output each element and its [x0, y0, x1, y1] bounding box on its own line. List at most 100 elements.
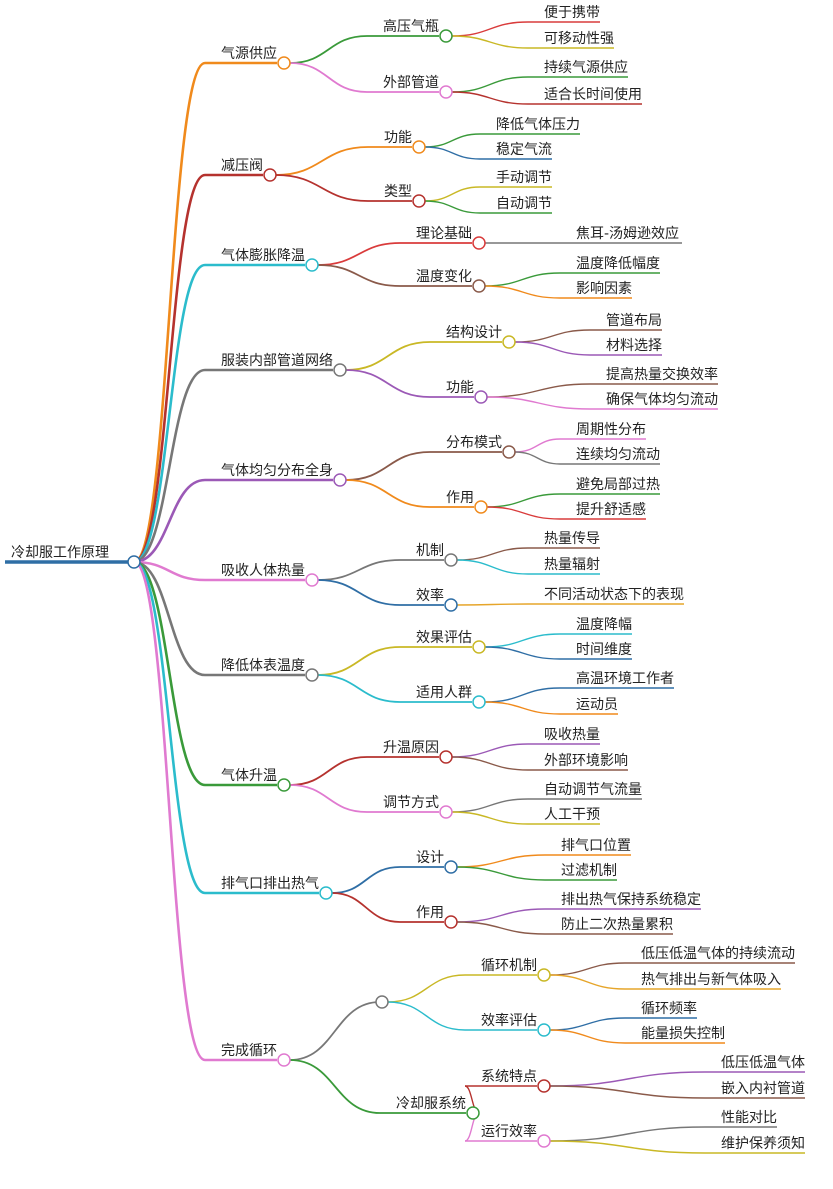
- node-label: 作用: [416, 905, 444, 921]
- edge-branches-3-children-0: [345, 341, 431, 371]
- node-label: 自动调节: [496, 196, 552, 212]
- node-connector: [305, 668, 319, 682]
- edge-branches-0-children-0-children-1: [451, 35, 529, 49]
- node-label: 便于携带: [544, 5, 600, 21]
- edge-branches-3-children-1: [345, 369, 431, 398]
- node-label: 降低体表温度: [221, 658, 305, 674]
- node-label: 排出热气保持系统稳定: [561, 892, 701, 908]
- node-label: 效率评估: [481, 1012, 537, 1029]
- node-label: 功能: [384, 130, 412, 146]
- node-label: 效果评估: [416, 630, 472, 646]
- edge-branches-5-children-0-children-1: [456, 559, 529, 575]
- node-label: 影响因素: [576, 281, 632, 297]
- edge-branches-0-children-0: [289, 35, 368, 64]
- node-label: 时间维度: [576, 642, 632, 658]
- node-connector: [412, 140, 426, 154]
- edge-branches-4-children-1-children-1: [486, 506, 561, 520]
- node-connector: [333, 363, 347, 377]
- node-label: 气体膨胀降温: [221, 247, 305, 264]
- node-label: 人工干预: [544, 807, 600, 823]
- node-label: 周期性分布: [576, 422, 646, 438]
- node-connector: [502, 335, 516, 349]
- edge-branches-5: [133, 560, 206, 582]
- node-connector: [319, 886, 333, 900]
- edge-branches-9-children-0-children-0-children-0: [549, 962, 626, 976]
- node-label: 适合长时间使用: [544, 86, 642, 103]
- node-label: 减压阀: [221, 158, 263, 174]
- node-label: 设计: [416, 850, 444, 866]
- edge-branches-1: [133, 173, 206, 564]
- node-label: 手动调节: [496, 170, 552, 186]
- edge-branches-2-children-0: [317, 242, 401, 266]
- node-label: 热量辐射: [544, 557, 600, 573]
- edge-branches-4-children-0-children-1: [514, 451, 561, 465]
- node-label: 不同活动状态下的表现: [544, 587, 684, 603]
- edge-branches-8-children-1: [331, 892, 401, 923]
- edge-branches-4-children-1-children-0: [486, 493, 561, 508]
- node-label: 调节方式: [383, 795, 439, 811]
- node-label: 运行效率: [481, 1123, 537, 1140]
- edge-branches-0-children-1-children-0: [451, 76, 529, 93]
- node-label: 嵌入内衬管道: [721, 1081, 805, 1097]
- node-label: 功能: [446, 380, 474, 396]
- edge-branches-2-children-1: [317, 264, 401, 287]
- edge-branches-5-children-1-children-0: [456, 603, 529, 606]
- node-connector: [537, 1134, 551, 1148]
- node-connector: [444, 860, 458, 874]
- edge-branches-6-children-0: [317, 646, 401, 676]
- node-label: 类型: [384, 184, 412, 200]
- edge-branches-6-children-0-children-1: [484, 646, 561, 660]
- node-label: 循环机制: [481, 958, 537, 974]
- node-connector: [472, 236, 486, 250]
- node-label: 结构设计: [446, 325, 502, 341]
- node-label: 高温环境工作者: [576, 670, 674, 687]
- node-connector: [474, 390, 488, 404]
- edge-branches-3-children-1-children-0: [486, 383, 591, 398]
- node-label: 外部环境影响: [544, 753, 628, 769]
- node-connector: [466, 1106, 480, 1120]
- node-label: 冷却服系统: [396, 1096, 466, 1112]
- edge-branches-9-children-1-children-1-children-0: [549, 1126, 706, 1142]
- node-connector: [439, 85, 453, 99]
- node-label: 吸收人体热量: [221, 563, 305, 579]
- node-connector: [333, 473, 347, 487]
- node-label: 可移动性强: [544, 31, 614, 47]
- node-label: 气源供应: [221, 45, 277, 62]
- node-label: 分布模式: [446, 435, 502, 451]
- node-label: 高压气瓶: [383, 18, 439, 35]
- edge-branches-9-children-1: [289, 1059, 381, 1114]
- node-connector: [305, 573, 319, 587]
- node-label: 低压低温气体: [721, 1055, 805, 1071]
- node-connector: [537, 1079, 551, 1093]
- node-label: 理论基础: [416, 225, 472, 242]
- edge-branches-6-children-0-children-0: [484, 633, 561, 648]
- edge-branches-1-children-0-children-1: [424, 146, 481, 160]
- edge-branches-2: [133, 263, 206, 564]
- edge-branches-5-children-0-children-0: [456, 547, 529, 561]
- edge-branches-6-children-1-children-0: [484, 687, 561, 703]
- edge-branches-7-children-1-children-0: [451, 798, 529, 813]
- edge-branches-1-children-0-children-0: [424, 133, 481, 148]
- edge-branches-4: [133, 478, 206, 564]
- node-connector: [277, 56, 291, 70]
- edge-branches-9-children-1-children-0-children-1: [549, 1085, 706, 1099]
- edge-branches-0: [133, 61, 206, 564]
- edge-branches-9-children-0-children-1-children-1: [549, 1029, 626, 1044]
- edge-branches-4-children-0: [345, 451, 431, 481]
- node-label: 升温原因: [383, 740, 439, 756]
- node-label: 提升舒适感: [576, 501, 646, 518]
- node-connector: [263, 168, 277, 182]
- edge-branches-0-children-1-children-1: [451, 91, 529, 105]
- node-connector: [472, 640, 486, 654]
- edge-branches-6-children-1-children-1: [484, 701, 561, 715]
- node-label: 焦耳-汤姆逊效应: [576, 225, 679, 242]
- node-label: 过滤机制: [561, 863, 617, 879]
- edge-branches-0-children-0-children-0: [451, 21, 529, 37]
- node-label: 管道布局: [606, 313, 662, 329]
- edge-branches-8-children-0-children-0: [456, 854, 546, 868]
- node-label: 提高热量交换效率: [606, 366, 718, 383]
- node-label: 温度降幅: [576, 617, 632, 633]
- node-label: 能量损失控制: [641, 1026, 725, 1042]
- node-label: 性能对比: [721, 1110, 777, 1126]
- node-label: 排气口排出热气: [221, 876, 319, 892]
